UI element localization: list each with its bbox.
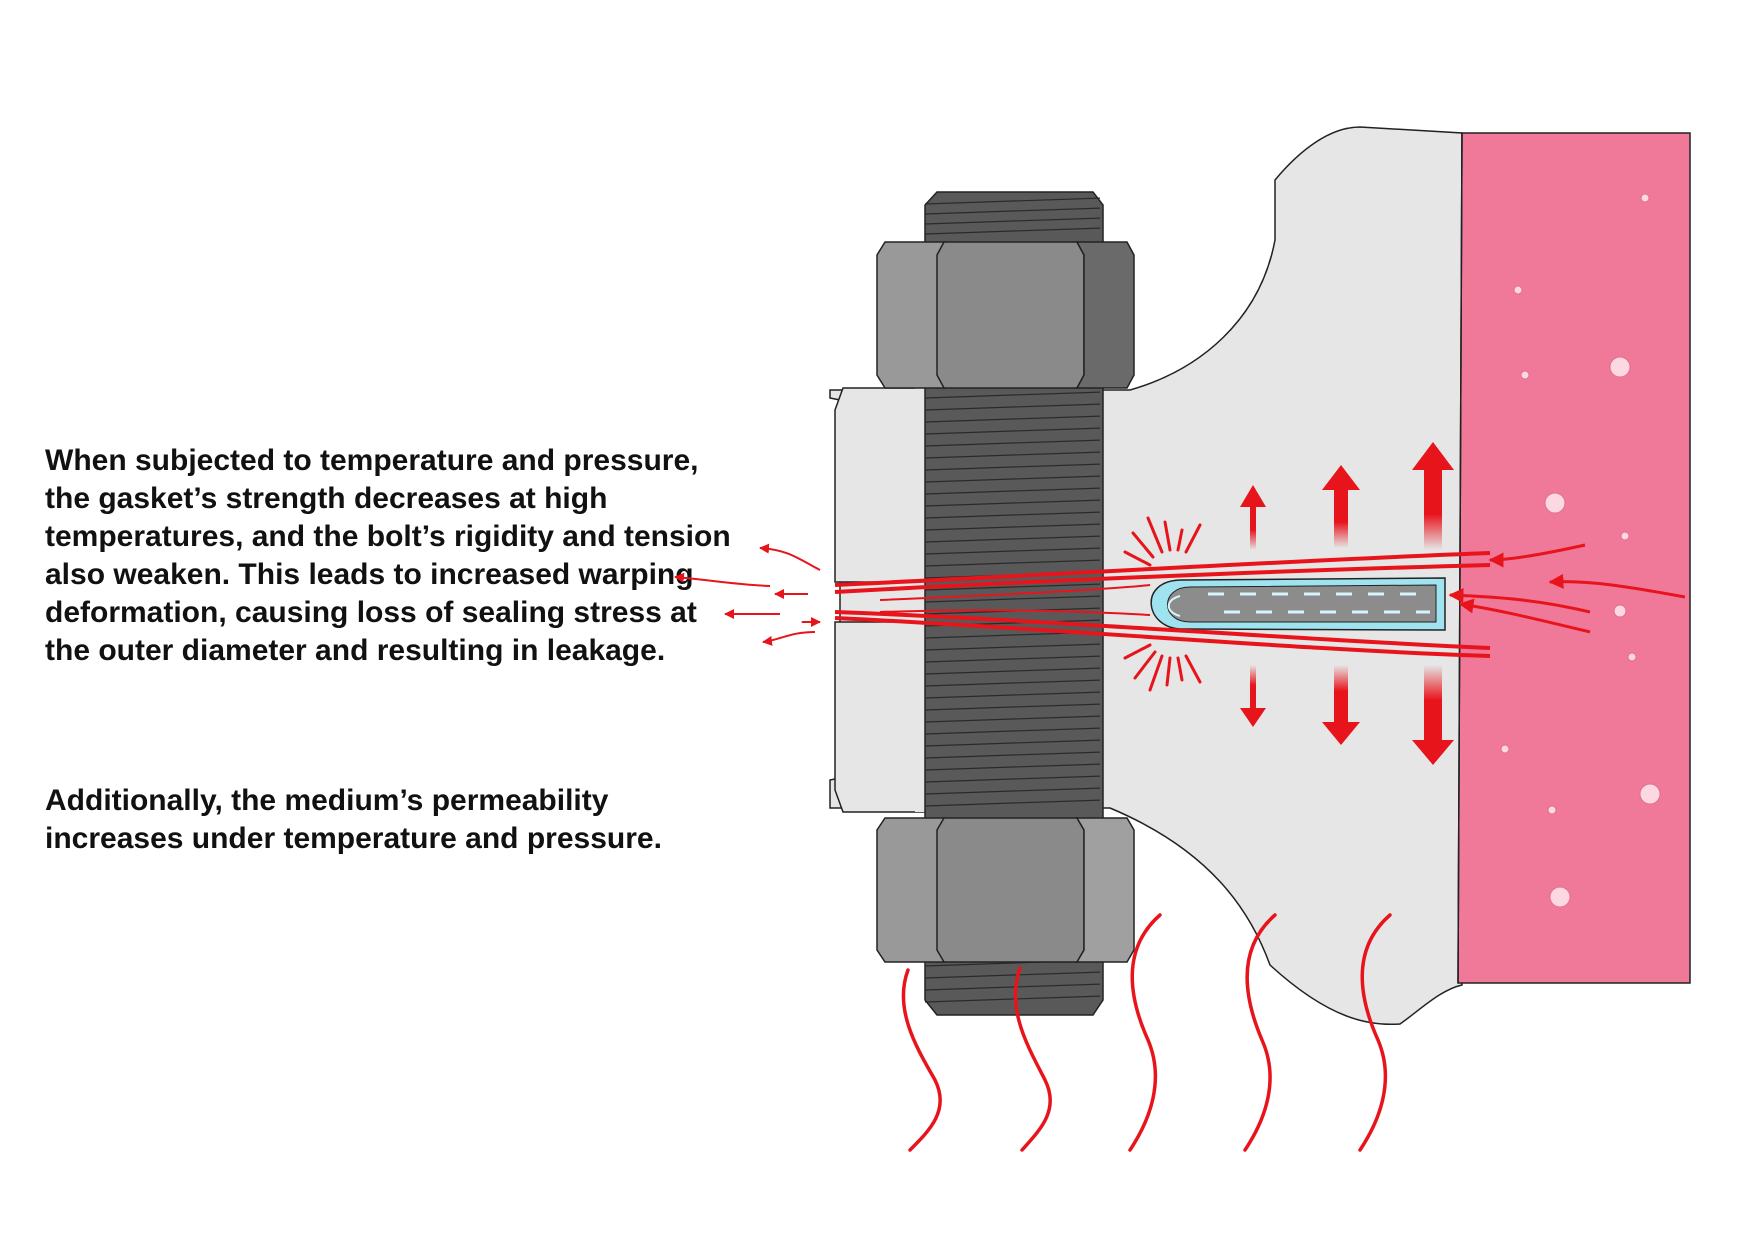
caption-paragraph-1: When subjected to temperature and pressu… <box>45 444 731 667</box>
medium-region <box>1457 132 1691 984</box>
separation-arrows-up <box>1240 442 1454 550</box>
stress-burst-lines <box>1123 516 1202 692</box>
hex-nut-icon <box>876 241 1135 389</box>
leak-arrow-icon <box>674 543 821 646</box>
leak-paths <box>834 551 1491 658</box>
medium-bubbles <box>1500 193 1661 908</box>
separation-arrows-down <box>1240 665 1454 765</box>
stud-bolt-icon <box>924 191 1104 1016</box>
heat-wave-icon <box>901 913 1392 1152</box>
hex-nut-icon <box>876 817 1135 963</box>
medium-flow-arrows <box>1448 543 1686 634</box>
caption-paragraph-2: Additionally, the medium’s permeability … <box>45 784 662 855</box>
spiral-wound-gasket-icon <box>1150 577 1446 631</box>
